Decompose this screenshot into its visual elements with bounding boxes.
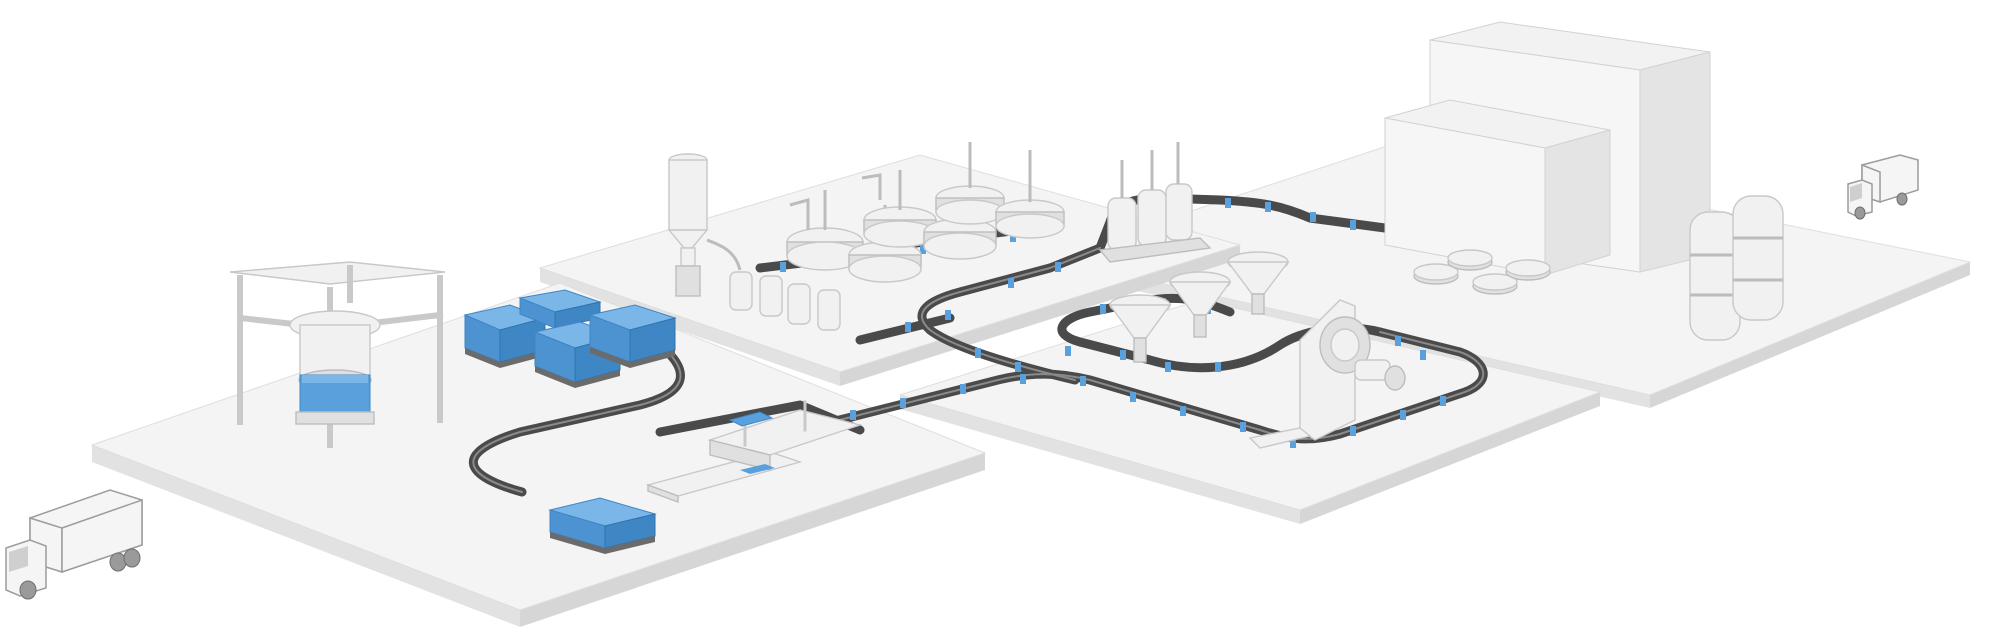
labeling-machine (1248, 299, 1406, 449)
hoppers (1108, 251, 1290, 363)
mixing-vessels (786, 142, 1065, 283)
left-platform (90, 282, 987, 627)
filler-towers (1098, 142, 1212, 263)
storage-discs (1413, 249, 1551, 295)
silo (667, 153, 742, 297)
packing-machine (645, 400, 863, 504)
small-tanks (729, 271, 841, 331)
storage-tanks (1689, 195, 1784, 341)
delivery-truck-left (5, 489, 143, 600)
pallet-stacks (463, 289, 677, 554)
gantry-palletizer (229, 261, 446, 448)
warehouse-building (1384, 21, 1711, 276)
delivery-truck-right (1847, 154, 1919, 220)
